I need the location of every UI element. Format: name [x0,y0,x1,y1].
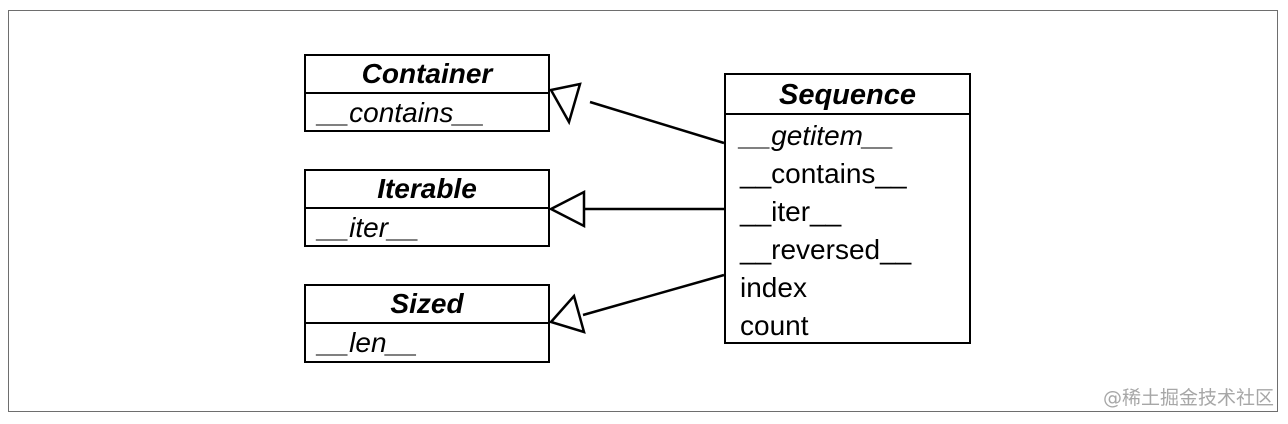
class-container-method: __contains__ [318,97,485,128]
class-sequence-method: __contains__ [740,158,907,189]
watermark: @稀土掘金技术社区 [1102,387,1274,409]
arrowhead-iterable [548,189,586,229]
arrowhead-sized [548,293,586,334]
class-sized: Sized __len__ [304,284,550,363]
class-sequence-name: Sequence [726,75,969,115]
class-sequence: Sequence __getitem__ __contains__ __iter… [724,73,971,344]
class-container-name: Container [306,56,548,94]
class-sequence-method: __getitem__ [740,120,895,151]
class-sequence-method: __iter__ [740,196,842,227]
edge-sequence-sized [582,273,725,317]
diagram-frame [8,10,1278,412]
class-sequence-method: index [740,272,807,303]
class-sized-name: Sized [306,286,548,324]
class-sequence-method: count [740,310,809,341]
class-container: Container __contains__ [304,54,550,132]
class-iterable: Iterable __iter__ [304,169,550,247]
class-sequence-method: __reversed__ [740,234,912,265]
edge-sequence-container [589,100,725,145]
class-iterable-method: __iter__ [318,212,420,243]
arrowhead-container [549,82,582,126]
class-iterable-name: Iterable [306,171,548,209]
class-sized-method: __len__ [318,327,418,358]
